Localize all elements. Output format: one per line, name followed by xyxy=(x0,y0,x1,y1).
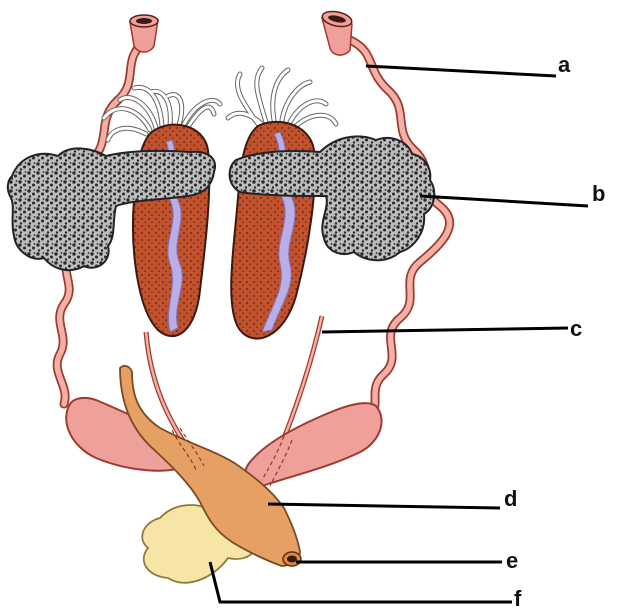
leader-line-a xyxy=(366,66,556,76)
label-b: b xyxy=(592,181,605,206)
label-f: f xyxy=(514,586,522,608)
label-e: e xyxy=(506,548,518,573)
right-seminal-vesicle xyxy=(245,403,381,486)
leader-line-d xyxy=(268,504,500,508)
leader-line-c xyxy=(322,328,568,332)
left-funnel xyxy=(130,15,158,52)
label-a: a xyxy=(558,52,571,77)
leader-line-f xyxy=(210,562,512,602)
leader-line-b xyxy=(420,196,588,206)
label-c: c xyxy=(570,316,582,341)
right-funnel xyxy=(321,9,353,55)
label-d: d xyxy=(504,486,517,511)
